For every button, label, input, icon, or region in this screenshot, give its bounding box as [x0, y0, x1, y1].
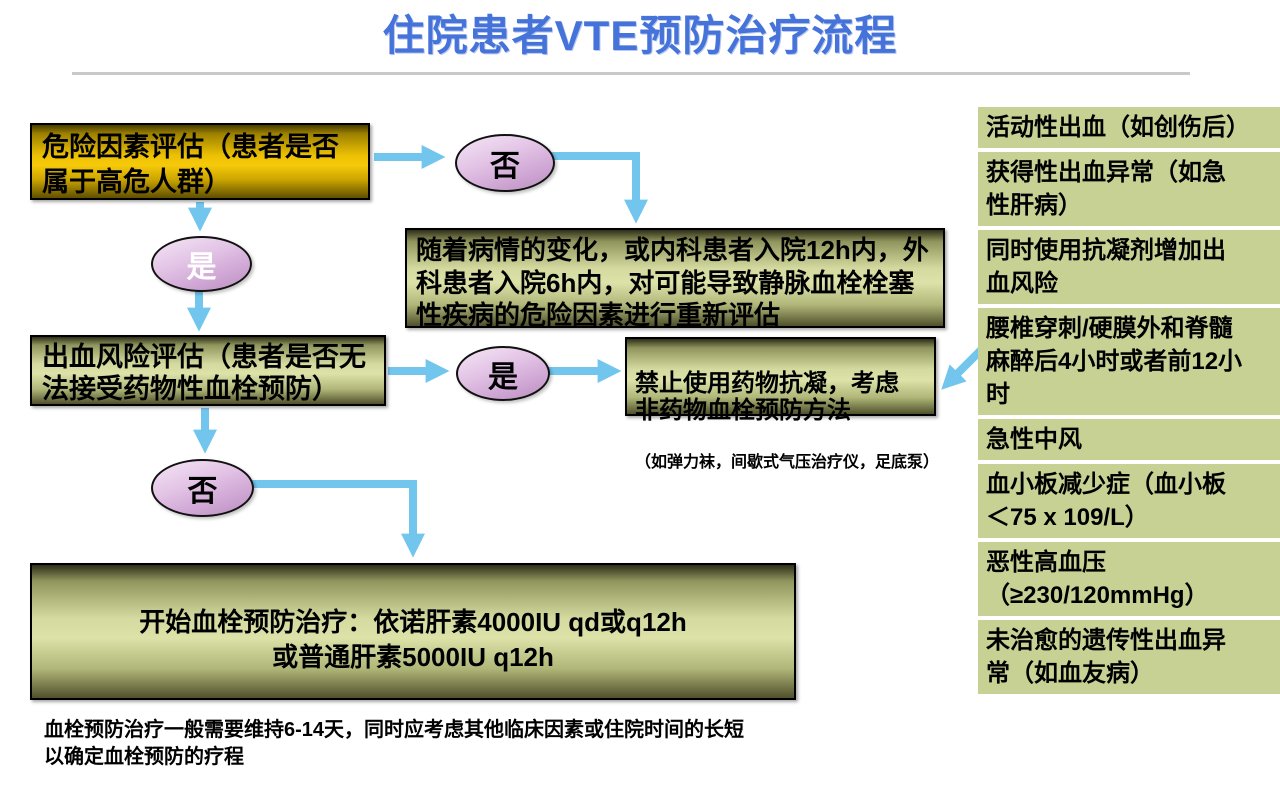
contraindication-item: 活动性出血（如创伤后） — [978, 107, 1280, 148]
decision-yes-1: 是 — [151, 236, 252, 292]
contraindication-item: 同时使用抗凝剂增加出 血风险 — [978, 230, 1280, 304]
reassess-box: 随着病情的变化，或内科患者入院12h内，外 科患者入院6h内，对可能导致静脉血栓… — [405, 228, 945, 330]
contraindication-panel: 活动性出血（如创伤后） 获得性出血异常（如急 性肝病） 同时使用抗凝剂增加出 血… — [978, 107, 1280, 694]
slide: 住院患者VTE预防治疗流程 危险因素评估（患者是否 属于高危人群） 否 是 随着… — [30, 12, 1280, 768]
contraindication-item: 恶性高血压 （≥230/120mmHg） — [978, 542, 1280, 616]
forbid-anticoagulant-text: 禁止使用药物抗凝，考虑 非药物血栓预防方法 — [635, 369, 899, 425]
contraindication-item: 腰椎穿刺/硬膜外和脊髓 麻醉后4小时或者前12小 时 — [978, 308, 1280, 415]
arrow-no2-to-treat — [251, 480, 425, 558]
contraindication-item: 获得性出血异常（如急 性肝病） — [978, 152, 1280, 226]
contraindication-item: 血小板减少症（血小板 ＜75 x 109/L） — [978, 464, 1280, 538]
decision-no-1: 否 — [455, 134, 555, 192]
decision-yes-2: 是 — [456, 346, 550, 401]
treatment-main-text: 开始血栓预防治疗：依诺肝素4000IU qd或q12h 或普通肝素5000IU … — [139, 606, 687, 672]
decision-no-2: 否 — [151, 459, 254, 517]
page-title: 住院患者VTE预防治疗流程 — [382, 12, 898, 59]
arrow-no-to-reassess — [551, 152, 648, 224]
title-divider — [72, 72, 1190, 75]
contraindication-item: 急性中风 — [978, 419, 1280, 460]
bleeding-risk-box: 出血风险评估（患者是否无 法接受药物性血栓预防） — [30, 335, 386, 406]
forbid-anticoagulant-note: （如弹力袜，间歇式气压治疗仪，足底泵） — [635, 454, 940, 472]
treatment-note-text: 血栓预防治疗一般需要维持6-14天，同时应考虑其他临床因素或住院时间的长短 以确… — [44, 718, 745, 768]
forbid-anticoagulant-box: 禁止使用药物抗凝，考虑 非药物血栓预防方法 （如弹力袜，间歇式气压治疗仪，足底泵… — [625, 337, 939, 471]
contraindication-item: 未治愈的遗传性出血异 常（如血友病） — [978, 620, 1280, 694]
treatment-box: 开始血栓预防治疗：依诺肝素4000IU qd或q12h 或普通肝素5000IU … — [30, 563, 796, 768]
risk-assessment-box: 危险因素评估（患者是否 属于高危人群） — [30, 123, 370, 200]
